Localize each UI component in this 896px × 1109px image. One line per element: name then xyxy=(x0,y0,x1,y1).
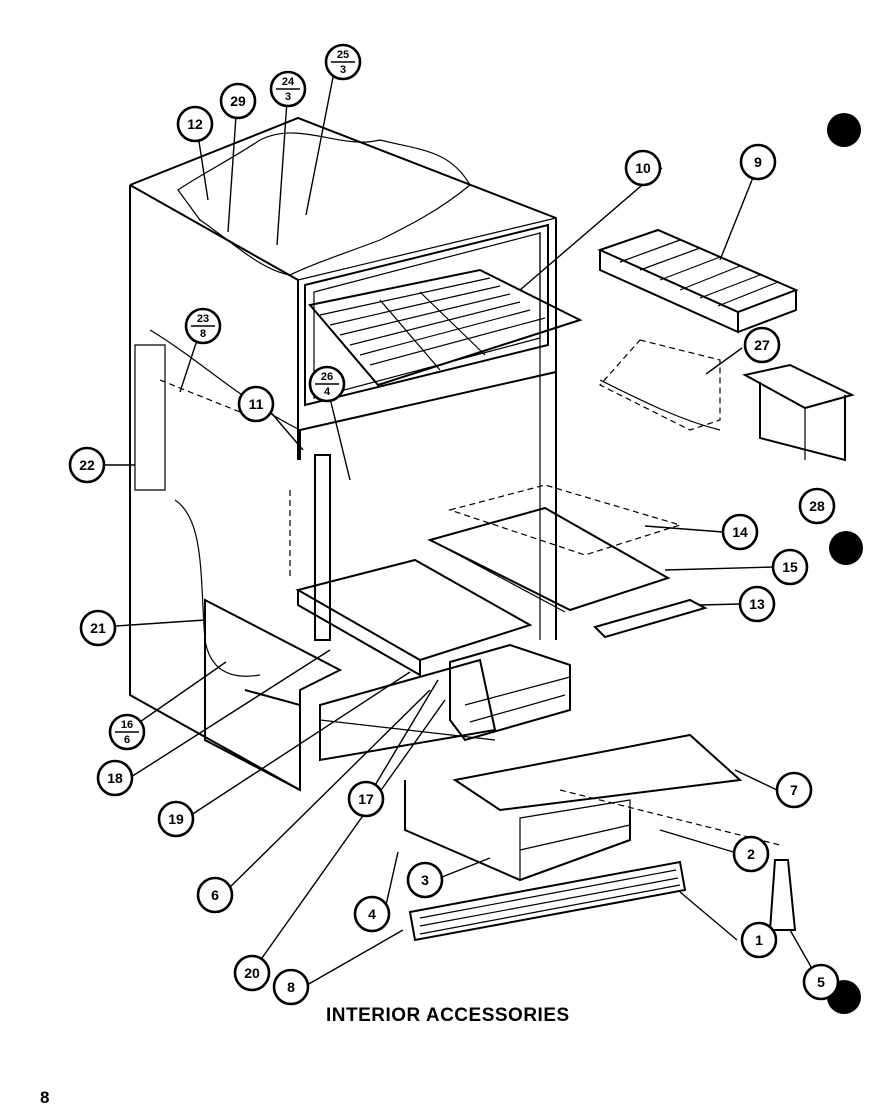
ice-storage-bin xyxy=(599,339,721,431)
svg-text:21: 21 xyxy=(90,620,106,636)
toe-grille xyxy=(408,860,687,942)
callout-2: 2 xyxy=(732,835,770,873)
svg-text:23: 23 xyxy=(197,313,209,325)
svg-text:26: 26 xyxy=(321,371,333,383)
svg-text:25: 25 xyxy=(337,49,349,61)
callout-7: 7 xyxy=(775,771,813,809)
callout-15: 15 xyxy=(771,548,809,586)
cabinet xyxy=(129,116,557,791)
shelf-trim xyxy=(593,598,708,639)
callout-26-4: 26 4 xyxy=(308,365,346,403)
callout-10: 10 xyxy=(624,149,662,187)
svg-text:27: 27 xyxy=(754,337,770,353)
svg-text:6: 6 xyxy=(124,734,130,746)
svg-text:12: 12 xyxy=(187,116,203,132)
diagram-title: INTERIOR ACCESSORIES xyxy=(326,1005,570,1026)
svg-text:22: 22 xyxy=(79,457,95,473)
callout-19: 19 xyxy=(157,800,195,838)
svg-text:1: 1 xyxy=(755,932,763,948)
leader-lines xyxy=(105,61,819,986)
callout-1: 1 xyxy=(740,921,778,959)
svg-text:11: 11 xyxy=(249,396,264,412)
ice-cube-tray xyxy=(597,228,799,334)
svg-text:7: 7 xyxy=(790,782,798,798)
callout-21: 21 xyxy=(79,609,117,647)
svg-text:13: 13 xyxy=(749,596,765,612)
callout-11: 11 xyxy=(237,385,275,423)
callout-24-3: 24 3 xyxy=(269,70,307,108)
callout-8: 8 xyxy=(272,968,310,1006)
page-number: 8 xyxy=(40,1088,50,1107)
callout-9: 9 xyxy=(739,143,777,181)
svg-text:18: 18 xyxy=(107,770,123,786)
callout-12: 12 xyxy=(176,105,214,143)
meat-keeper-drawer xyxy=(404,733,781,882)
callout-23-8: 23 8 xyxy=(184,307,222,345)
svg-text:10: 10 xyxy=(635,160,651,176)
svg-text:15: 15 xyxy=(782,559,798,575)
callout-14: 14 xyxy=(721,513,759,551)
svg-text:5: 5 xyxy=(817,974,825,990)
glass-shelf xyxy=(427,484,683,613)
callout-17: 17 xyxy=(347,780,385,818)
svg-text:14: 14 xyxy=(732,524,748,540)
callout-3: 3 xyxy=(406,861,444,899)
svg-text:28: 28 xyxy=(809,498,825,514)
svg-text:4: 4 xyxy=(324,386,331,398)
leveling-leg xyxy=(768,859,797,931)
svg-text:17: 17 xyxy=(358,791,374,807)
svg-text:8: 8 xyxy=(287,979,295,995)
callout-4: 4 xyxy=(353,895,391,933)
binder-hole-top xyxy=(827,113,861,147)
svg-text:9: 9 xyxy=(754,154,762,170)
binder-hole-middle xyxy=(829,531,863,565)
callout-13: 13 xyxy=(738,585,776,623)
svg-text:3: 3 xyxy=(421,872,429,888)
callout-25-3: 25 3 xyxy=(324,43,362,81)
callout-6: 6 xyxy=(196,876,234,914)
svg-text:16: 16 xyxy=(121,719,133,731)
callout-16-6: 16 6 xyxy=(108,713,146,751)
callout-20: 20 xyxy=(233,954,271,992)
svg-text:20: 20 xyxy=(244,965,260,981)
callout-18: 18 xyxy=(96,759,134,797)
svg-text:3: 3 xyxy=(340,64,346,76)
svg-text:6: 6 xyxy=(211,887,219,903)
svg-text:2: 2 xyxy=(747,846,755,862)
callout-22: 22 xyxy=(68,446,106,484)
svg-text:29: 29 xyxy=(230,93,246,109)
svg-text:19: 19 xyxy=(168,811,184,827)
callout-28: 28 xyxy=(798,487,836,525)
freezer-wire-shelf xyxy=(308,268,583,387)
door-bin xyxy=(742,363,855,462)
callout-27: 27 xyxy=(743,326,781,364)
svg-text:8: 8 xyxy=(200,328,206,340)
callout-29: 29 xyxy=(219,82,257,120)
svg-text:4: 4 xyxy=(368,906,376,922)
svg-text:24: 24 xyxy=(282,76,295,88)
svg-text:3: 3 xyxy=(285,91,291,103)
callout-5: 5 xyxy=(802,963,840,1001)
